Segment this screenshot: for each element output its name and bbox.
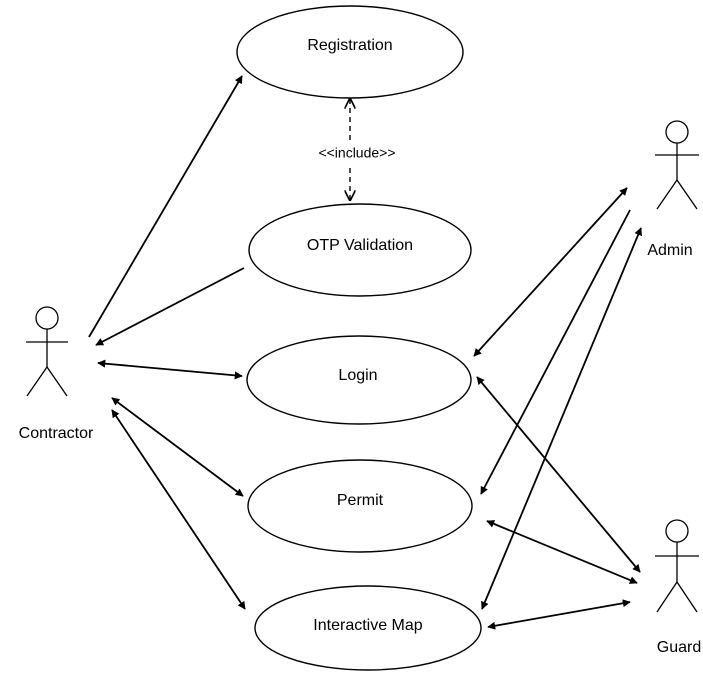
use-case-otp-validation[interactable]: OTP Validation <box>248 203 472 297</box>
actor-label: Admin <box>647 242 692 259</box>
assoc-admin-permit <box>480 209 631 495</box>
stick-figure-icon <box>26 306 68 397</box>
actor-guard[interactable]: Guard <box>655 519 701 656</box>
use-case-label: Permit <box>337 492 384 509</box>
use-case-label: Login <box>338 367 377 384</box>
include-dependency: <<include>> <box>318 99 396 200</box>
assoc-contractor-login <box>97 359 243 380</box>
use-case-label: Interactive Map <box>313 617 422 634</box>
stick-figure-icon <box>655 519 699 613</box>
use-case-permit[interactable]: Permit <box>247 459 473 553</box>
assoc-guard-login <box>476 376 641 573</box>
assoc-otp-contractor <box>95 267 245 346</box>
associations <box>88 75 642 630</box>
use-case-label: Registration <box>307 37 392 54</box>
use-case-interactive-map[interactable]: Interactive Map <box>254 585 482 671</box>
assoc-contractor-permit <box>111 397 244 497</box>
stick-figure-icon <box>655 120 699 210</box>
assoc-admin-login <box>473 187 628 357</box>
assoc-contractor-map <box>111 409 246 610</box>
use-case-login[interactable]: Login <box>246 335 472 425</box>
assoc-guard-map <box>487 599 631 630</box>
assoc-guard-permit <box>486 520 638 584</box>
actor-label: Contractor <box>19 425 94 442</box>
actor-label: Guard <box>657 639 701 656</box>
use-case-label: OTP Validation <box>307 237 413 254</box>
actor-contractor[interactable]: Contractor <box>19 306 94 442</box>
include-label: <<include>> <box>318 145 395 161</box>
assoc-contractor-registration <box>88 75 243 338</box>
actor-admin[interactable]: Admin <box>647 120 699 259</box>
use-case-registration[interactable]: Registration <box>236 5 464 99</box>
